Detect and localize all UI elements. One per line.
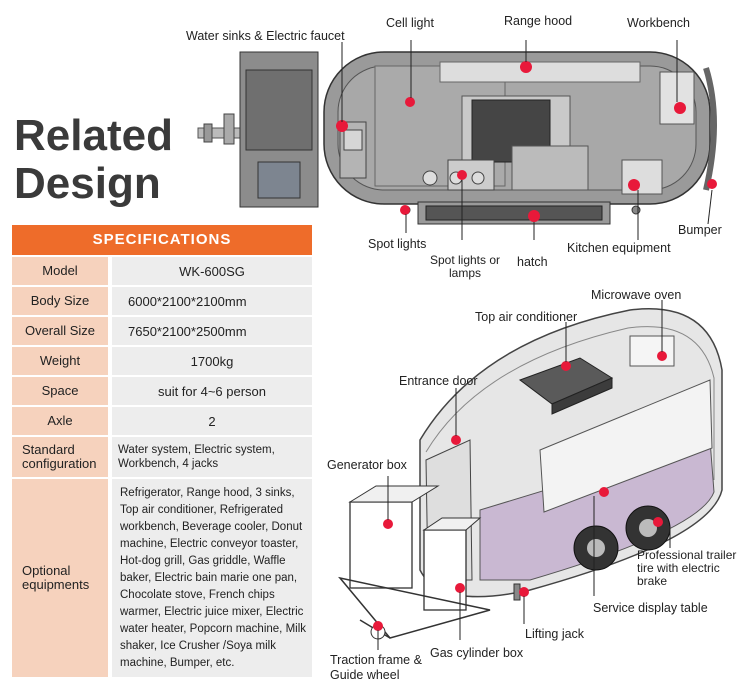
spec-value: suit for 4~6 person xyxy=(112,377,312,405)
marker-gas xyxy=(455,583,465,593)
marker-hatch xyxy=(528,210,540,222)
label-microwave-oven: Microwave oven xyxy=(591,288,682,302)
marker-jack xyxy=(519,587,529,597)
trailer-top-view xyxy=(197,40,717,240)
heading-line-1: Related xyxy=(14,111,173,160)
marker-range-hood xyxy=(520,61,532,73)
spec-value: 7650*2100*2500mm xyxy=(112,317,312,345)
label-professional-trailer: Professional trailer tire with electric … xyxy=(637,548,737,588)
marker-sink xyxy=(336,120,348,132)
marker-kitchen xyxy=(628,179,640,191)
label-lifting-jack: Lifting jack xyxy=(525,627,585,641)
specifications-title: SPECIFICATIONS xyxy=(12,225,312,255)
marker-frame xyxy=(373,621,383,631)
marker-tire xyxy=(653,517,663,527)
label-traction-frame: Traction frame & Guide wheel xyxy=(330,653,422,682)
marker-generator xyxy=(383,519,393,529)
spec-value: 2 xyxy=(112,407,312,435)
marker-spot-lamps xyxy=(457,170,467,180)
marker-cell-light xyxy=(405,97,415,107)
marker-spot-light-left xyxy=(400,205,410,215)
spec-row-standard: Standard configuration Water system, Ele… xyxy=(12,437,312,477)
label-spot-lights: Spot lights xyxy=(368,237,427,251)
label-cell-light: Cell light xyxy=(386,16,434,30)
spec-row-axle: Axle 2 xyxy=(12,407,312,435)
spec-row-model: Model WK-600SG xyxy=(12,257,312,285)
spec-value: 1700kg xyxy=(112,347,312,375)
trailer-iso-view xyxy=(338,300,723,650)
spec-key: Body Size xyxy=(12,287,108,315)
spec-row-optional: Optional equipments Refrigerator, Range … xyxy=(12,479,312,677)
spec-value: Water system, Electric system, Workbench… xyxy=(112,437,312,477)
spec-row-body-size: Body Size 6000*2100*2100mm xyxy=(12,287,312,315)
marker-display xyxy=(599,487,609,497)
label-bumper: Bumper xyxy=(678,223,722,237)
label-kitchen-equipment: Kitchen equipment xyxy=(567,241,671,255)
spec-key: Axle xyxy=(12,407,108,435)
marker-door xyxy=(451,435,461,445)
label-water-sinks: Water sinks & Electric faucet xyxy=(186,29,345,43)
spec-value: WK-600SG xyxy=(112,257,312,285)
label-top-air-conditioner: Top air conditioner xyxy=(475,310,578,324)
label-entrance-door: Entrance door xyxy=(399,374,478,388)
page-heading: Related Design xyxy=(14,112,173,208)
heading-line-2: Design xyxy=(14,159,161,208)
spec-row-space: Space suit for 4~6 person xyxy=(12,377,312,405)
label-gas-cylinder-box: Gas cylinder box xyxy=(430,646,524,660)
spec-key: Standard configuration xyxy=(12,437,108,477)
marker-microwave xyxy=(657,351,667,361)
spec-row-overall-size: Overall Size 7650*2100*2500mm xyxy=(12,317,312,345)
marker-ac xyxy=(561,361,571,371)
spec-value: 6000*2100*2100mm xyxy=(112,287,312,315)
label-range-hood: Range hood xyxy=(504,14,573,28)
label-generator-box: Generator box xyxy=(327,458,407,472)
marker-workbench xyxy=(674,102,686,114)
marker-bumper xyxy=(707,179,717,189)
spec-key: Overall Size xyxy=(12,317,108,345)
label-workbench: Workbench xyxy=(627,16,690,30)
spec-value: Refrigerator, Range hood, 3 sinks, Top a… xyxy=(112,479,312,677)
spec-key: Model xyxy=(12,257,108,285)
label-hatch: hatch xyxy=(517,255,548,269)
spec-key: Optional equipments xyxy=(12,479,108,677)
label-spot-lights-lamps: Spot lights or lamps xyxy=(429,253,501,280)
spec-key: Space xyxy=(12,377,108,405)
label-service-display-table: Service display table xyxy=(593,601,708,615)
spec-key: Weight xyxy=(12,347,108,375)
spec-row-weight: Weight 1700kg xyxy=(12,347,312,375)
